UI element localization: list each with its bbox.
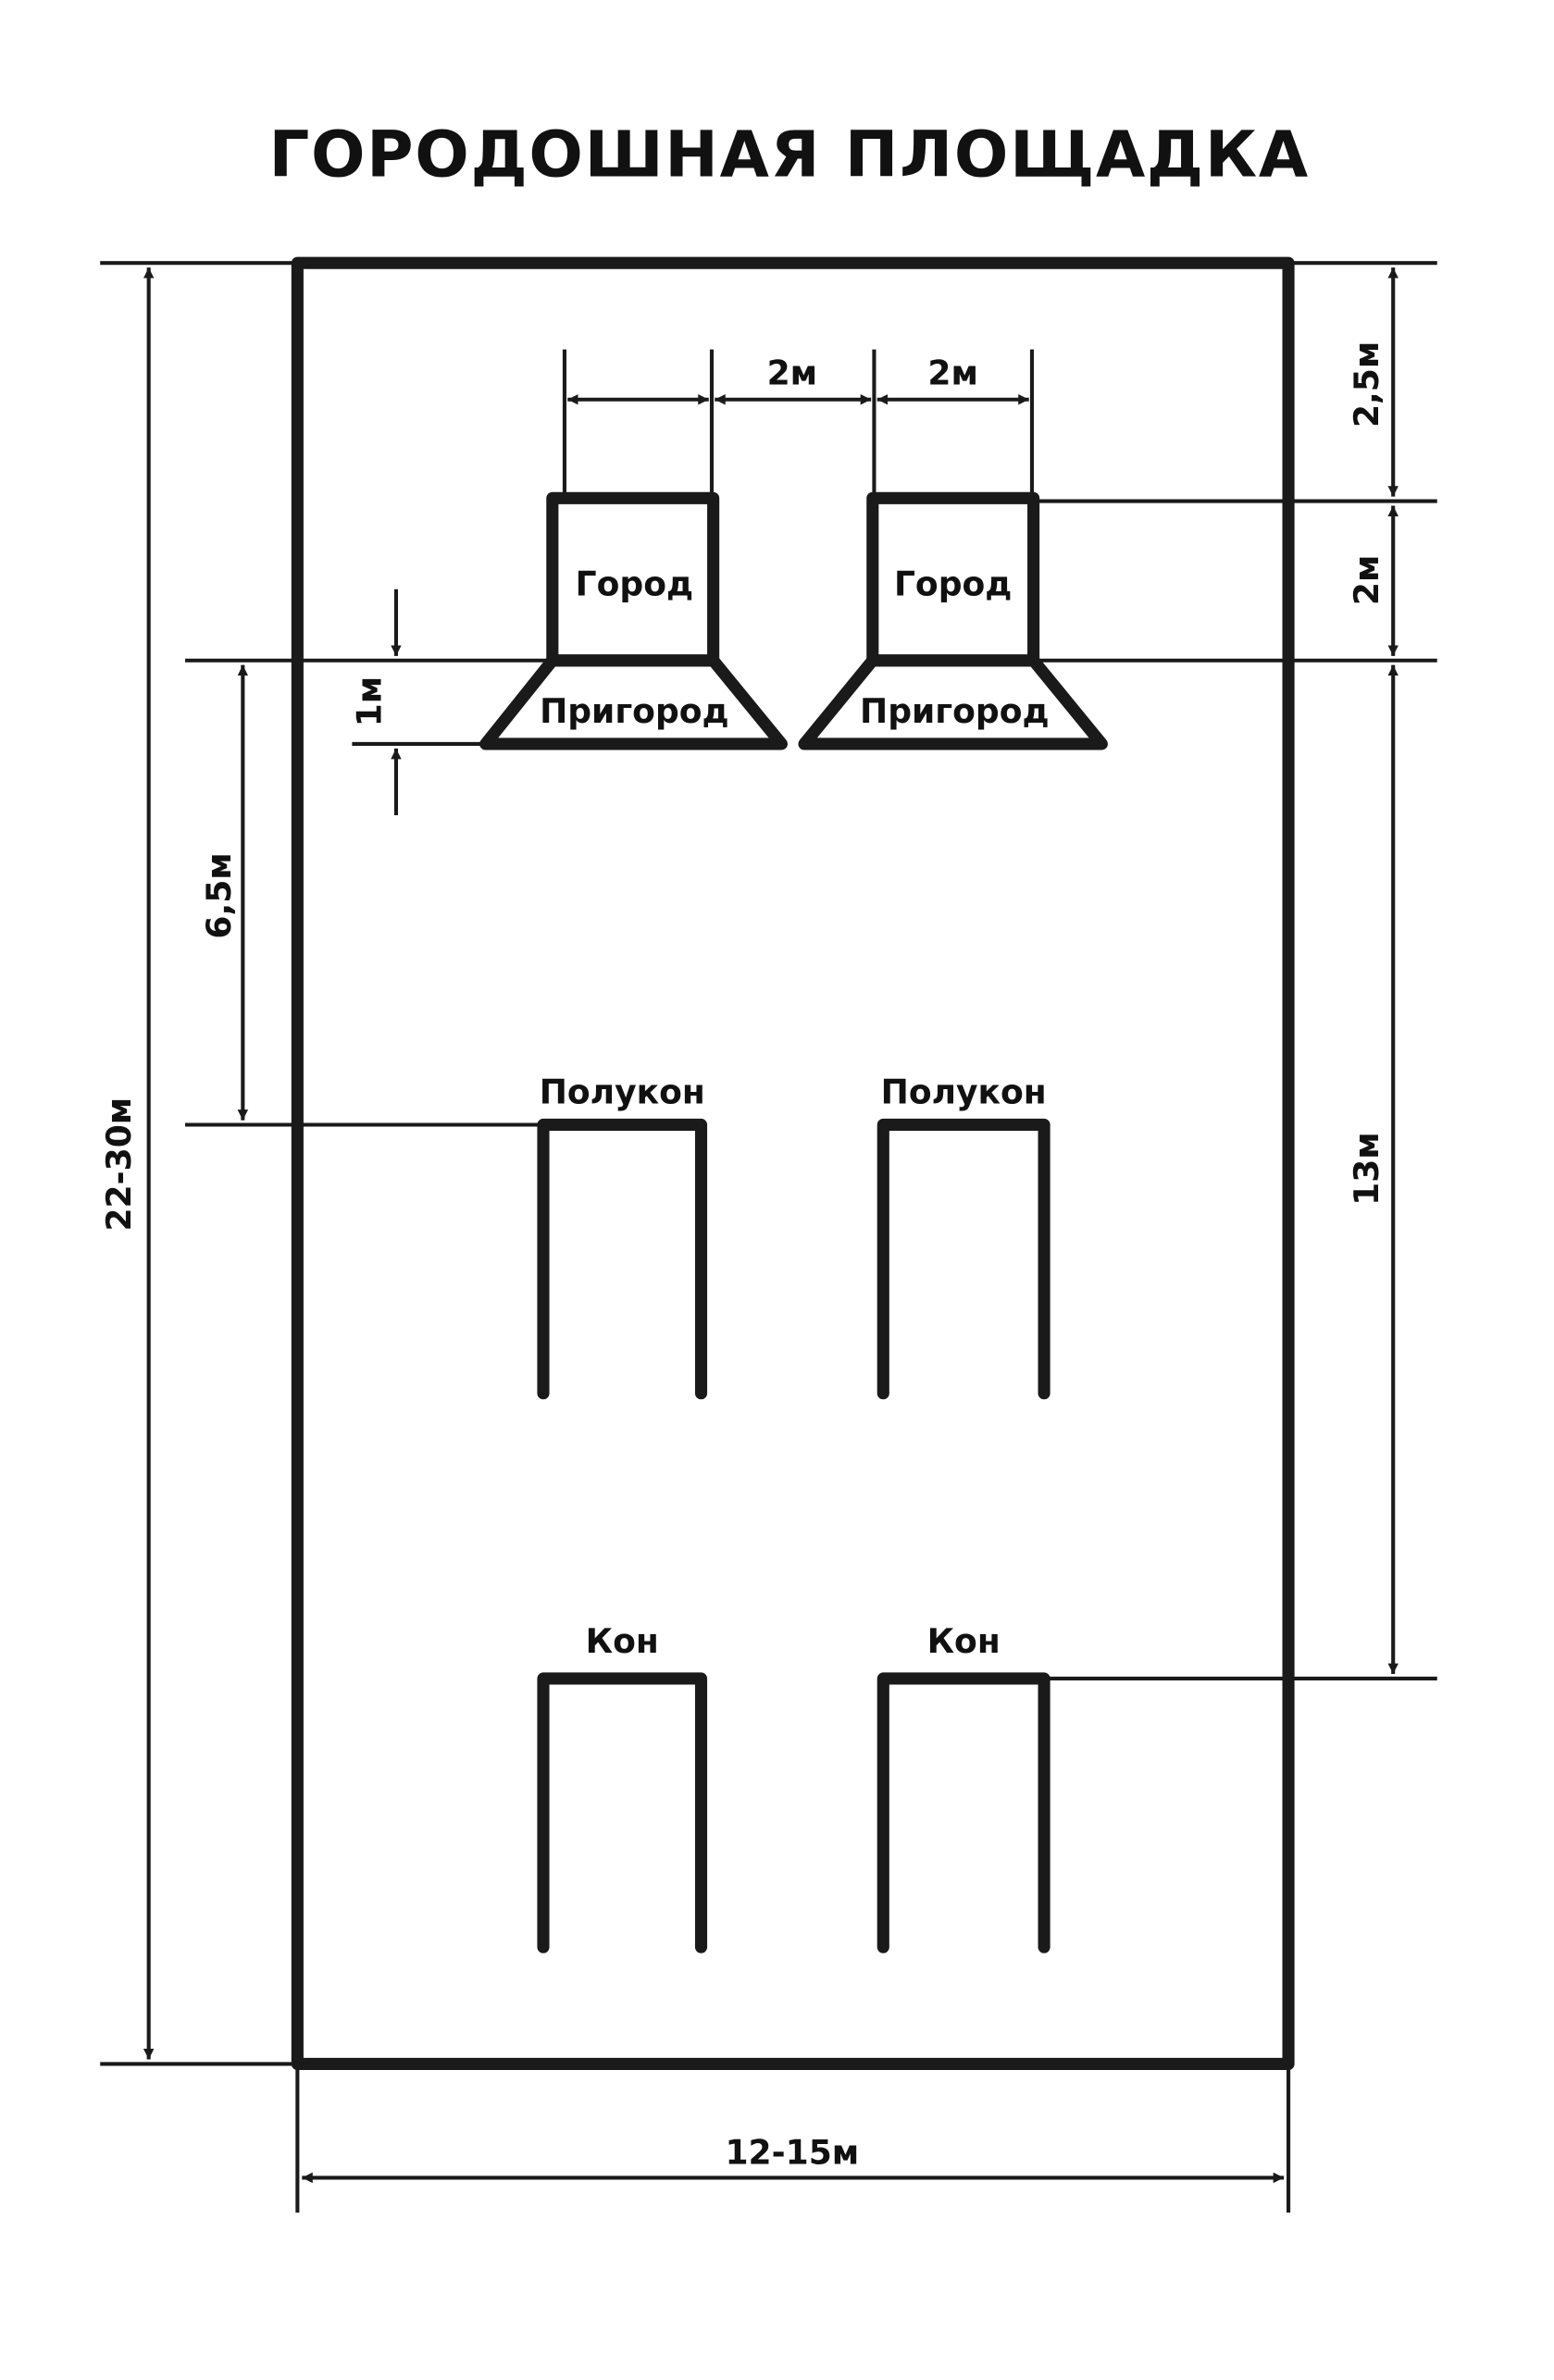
city-depth-label: 2м [1348,555,1386,606]
extension-lines [100,261,1437,2213]
width-dimension-label: 12-15м [725,2134,859,2173]
half-kon-right-label: Полукон [881,1073,1047,1112]
kon-distance-label: 13м [1348,1132,1386,1206]
suburb-left-label: Пригород [540,692,729,731]
suburb-right [798,654,1108,750]
city-gap-label: 2м [767,353,818,392]
half-kon-right [876,1118,1051,1400]
suburb-depth-label: 1м [351,676,390,727]
half-kon-distance-label: 6,5м [200,852,239,938]
city-right-label: Город [894,564,1012,603]
court-boundary [291,256,1295,2070]
kon-left-label: Кон [586,1622,659,1661]
suburb-left [479,654,788,750]
city-width-label: 2м [927,353,978,392]
page-title: ГОРОДОШНАЯ ПЛОЩАДКА [268,118,1309,192]
top-offset-label: 2,5м [1348,341,1386,428]
kon-right-label: Кон [927,1622,1001,1661]
dimension-arrows [143,267,1399,2184]
half-kon-left [537,1118,708,1400]
length-dimension-label: 22-30м [100,1097,139,1232]
city-left-label: Город [576,564,693,603]
kon-right [876,1672,1051,1953]
half-kon-left-label: Полукон [540,1073,705,1112]
suburb-right-label: Пригород [860,692,1050,731]
kon-left [537,1672,708,1953]
